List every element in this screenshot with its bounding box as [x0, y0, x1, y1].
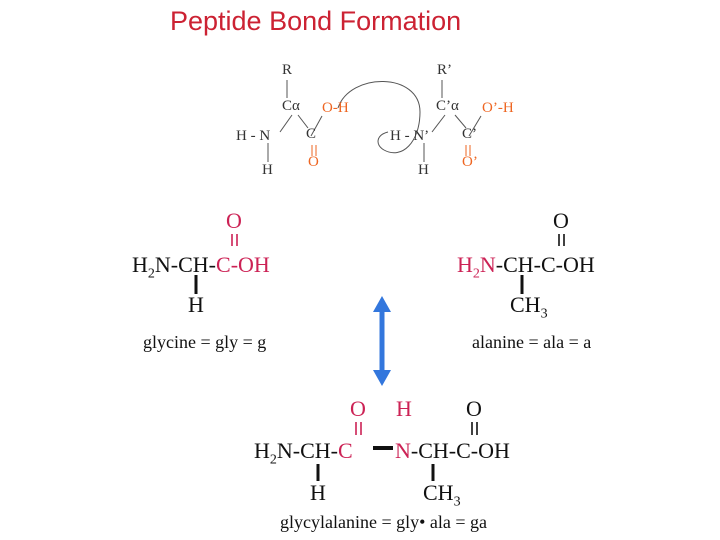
- mech-h2: H: [418, 162, 429, 178]
- ala-side: CH3: [510, 292, 548, 322]
- dip-side1: H: [310, 480, 326, 505]
- mech-r2: R’: [437, 62, 452, 78]
- mech-oh2: O’-H: [482, 100, 514, 116]
- dip-amide-h: H: [396, 396, 412, 421]
- dip-h: H: [254, 438, 270, 463]
- gly-h: H: [132, 252, 148, 277]
- ala-n: N: [479, 252, 496, 277]
- dip-carbonyl-c: C: [338, 438, 353, 463]
- gly-carboxyl-c: C: [216, 252, 231, 277]
- mech-bond-ca1-c: [297, 114, 309, 129]
- gly-side-h: H: [188, 292, 204, 317]
- gly-oh: -OH: [230, 252, 270, 277]
- mech-o2: O’: [462, 154, 478, 170]
- dip-ch: CH: [423, 480, 454, 505]
- dip-carbonyl-o1: O: [350, 396, 366, 421]
- mech-bond-ca2-n: [431, 114, 446, 133]
- mech-oh1: O-H: [322, 100, 349, 116]
- mech-o1: O: [308, 154, 319, 170]
- gly-sub2: 2: [147, 266, 155, 282]
- mech-hn2: H - N’: [390, 128, 430, 144]
- reaction-arrow-head-up: [373, 296, 391, 312]
- mech-r1: R: [282, 62, 293, 78]
- mech-ca2: C’α: [436, 98, 459, 114]
- dip-amide-n: N: [395, 438, 411, 463]
- dip-caption: glycylalanine = gly• ala = ga: [280, 512, 488, 532]
- mech-bond-ca2-c: [454, 114, 467, 129]
- mech-c1: C: [306, 126, 317, 142]
- dip-formula-left: H2N-CH-C: [254, 438, 353, 468]
- ala-caption: alanine = ala = a: [472, 332, 592, 352]
- gly-caption: glycine = gly = g: [143, 332, 267, 352]
- gly-chain: N-CH-: [154, 252, 216, 277]
- ala-h: H: [457, 252, 473, 277]
- dip-chain1: N-CH-: [276, 438, 338, 463]
- ala-formula: H2N-CH-C-OH: [457, 252, 595, 282]
- dip-sub2: 2: [269, 452, 277, 468]
- mech-bond-ca1-n: [279, 114, 293, 133]
- dip-sub3: 3: [453, 494, 461, 510]
- reaction-arrow-head-down: [373, 370, 391, 386]
- ala-sub2: 2: [472, 266, 480, 282]
- page-title: Peptide Bond Formation: [170, 6, 462, 36]
- mech-c2: C’: [462, 126, 477, 142]
- dip-side2: CH3: [423, 480, 461, 510]
- ala-sub3: 3: [540, 306, 548, 322]
- dip-formula-right: N-CH-C-OH: [395, 438, 510, 464]
- mech-h1: H: [262, 162, 273, 178]
- gly-carbonyl-o: O: [226, 208, 242, 233]
- mech-bond-c2-o: [468, 115, 482, 137]
- mech-hn1: H - N: [236, 128, 271, 144]
- ala-carbonyl-o: O: [553, 208, 569, 233]
- ala-ch: CH: [510, 292, 541, 317]
- gly-formula: H2N-CH-C-OH: [132, 252, 270, 282]
- ala-chain: -CH-C-OH: [495, 252, 595, 277]
- mech-electron-arrow: [337, 81, 421, 154]
- mech-ca1: Cα: [282, 98, 300, 114]
- dip-carbonyl-o2: O: [466, 396, 482, 421]
- mech-bond-c-o: [310, 115, 323, 137]
- dip-chain2: -CH-C-OH: [410, 438, 510, 463]
